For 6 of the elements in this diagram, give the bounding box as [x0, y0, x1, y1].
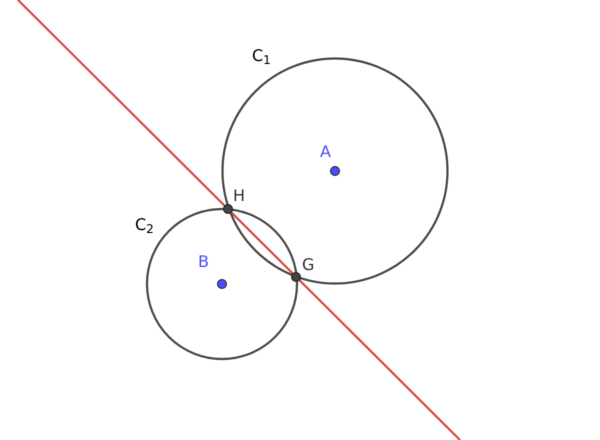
circle-label: C$_{1}$ [252, 46, 271, 66]
circle-label: C$_{2}$ [135, 215, 154, 235]
point-label: G [302, 255, 314, 275]
point-label: H [233, 186, 246, 206]
point-label: A [320, 142, 331, 162]
point-label: B [198, 252, 209, 272]
